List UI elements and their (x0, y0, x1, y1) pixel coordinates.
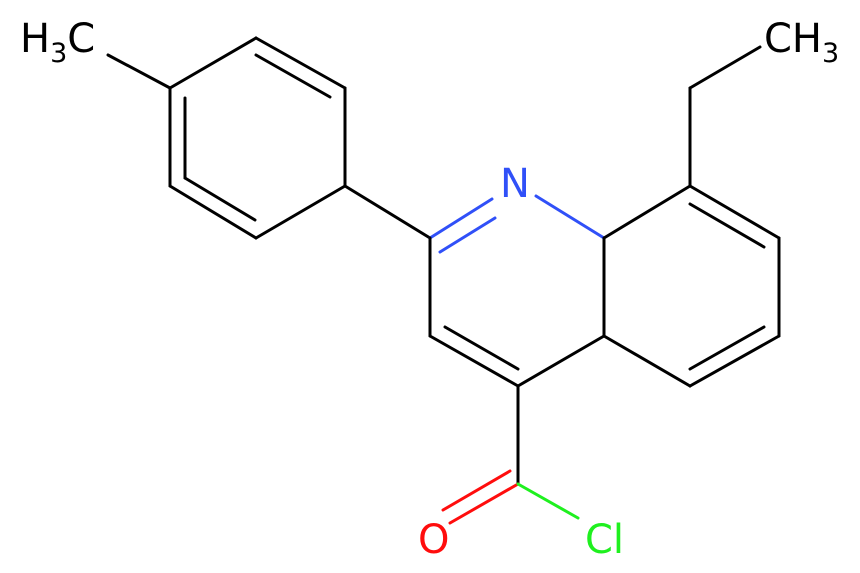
tolyl-bond (254, 184, 347, 240)
c-cl-bond (516, 482, 580, 520)
tolyl-bond (168, 36, 258, 90)
aryl-link-bond (343, 184, 432, 240)
c2-n-inner-bond (438, 216, 497, 254)
tolyl-inner-bond (183, 176, 257, 222)
c6-c5-bond (688, 334, 781, 388)
n-c8a-bond (534, 194, 606, 240)
oxygen-atom-label: O (418, 517, 449, 563)
atom-label-layer: H3C CH3 N O Cl (20, 16, 839, 563)
c-o-inner-bond (441, 469, 512, 512)
tolyl-bond (254, 36, 347, 90)
methyl-label-left: H3C (20, 16, 95, 69)
tolyl-bond (168, 184, 258, 240)
methyl-bond-left (106, 53, 172, 90)
c-o-double-bond (448, 482, 520, 525)
c8-c7-inner-bond (688, 202, 766, 249)
c3-c4-double-bond (428, 334, 520, 388)
c3-c4-inner-bond (443, 325, 520, 371)
c2-n-double-bond (428, 197, 494, 240)
c8-c7-bond (688, 184, 781, 240)
bond-layer (106, 36, 781, 525)
nitrogen-atom-label: N (500, 161, 530, 207)
tolyl-inner-bond (254, 53, 332, 99)
methyl-label-right: CH3 (764, 16, 839, 69)
ethyl-terminal-bond (688, 45, 762, 90)
c4-c4a-bond (516, 334, 606, 388)
c5-c4a-bond (602, 334, 692, 388)
c6-c5-inner-bond (688, 325, 766, 371)
c8a-c8-bond (602, 184, 692, 240)
chlorine-atom-label: Cl (585, 517, 624, 563)
